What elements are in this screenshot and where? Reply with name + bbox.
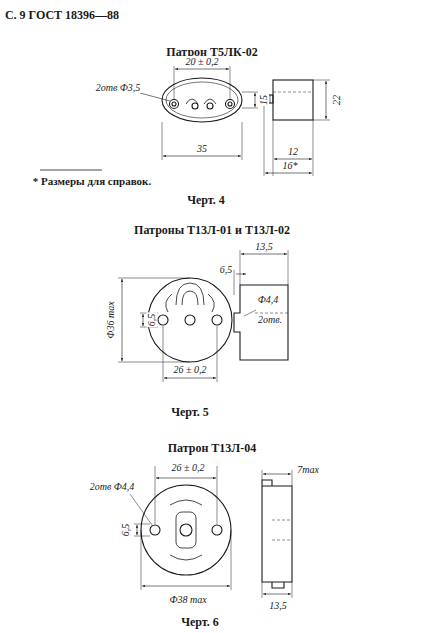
dimension: 16* — [282, 161, 299, 171]
figure-title: Патроны Т13Л-01 и Т13Л-02 — [133, 224, 291, 236]
dimension: 2отв Ф3,5 — [95, 83, 142, 93]
figure-caption: Черт. 4 — [186, 194, 226, 206]
figure-caption: Черт. 6 — [180, 616, 220, 628]
dimension: 26 ± 0,2 — [171, 463, 206, 473]
dimension: 6,5 — [147, 313, 157, 328]
dimension: 13,5 — [268, 601, 288, 611]
dimension: 6,5 — [121, 523, 131, 538]
dimension: Ф4,4 — [257, 295, 280, 305]
dimension: 35 — [196, 144, 208, 154]
footnote: * Размеры для справок. — [32, 176, 152, 187]
figure-title: Патрон Т13Л-04 — [167, 442, 258, 454]
dimension: 20 ± 0,2 — [185, 57, 220, 67]
dimension: Ф38 max — [168, 595, 207, 605]
dimension: 6,5 — [219, 265, 234, 275]
dimension: 2отв Ф4,4 — [89, 482, 136, 492]
dimension: 15 — [259, 94, 269, 106]
dimension: 22 — [332, 94, 342, 106]
dimension: 13,5 — [254, 242, 274, 252]
dimension: 7max — [296, 465, 320, 475]
dimension: 26 ± 0,2 — [173, 365, 208, 375]
dimension: 12 — [287, 147, 299, 157]
dimension: 2отв. — [257, 315, 283, 325]
dimension: Ф36 max — [106, 300, 116, 339]
figure-caption: Черт. 5 — [170, 406, 210, 418]
page-header: С. 9 ГОСТ 18396—88 — [4, 9, 120, 21]
